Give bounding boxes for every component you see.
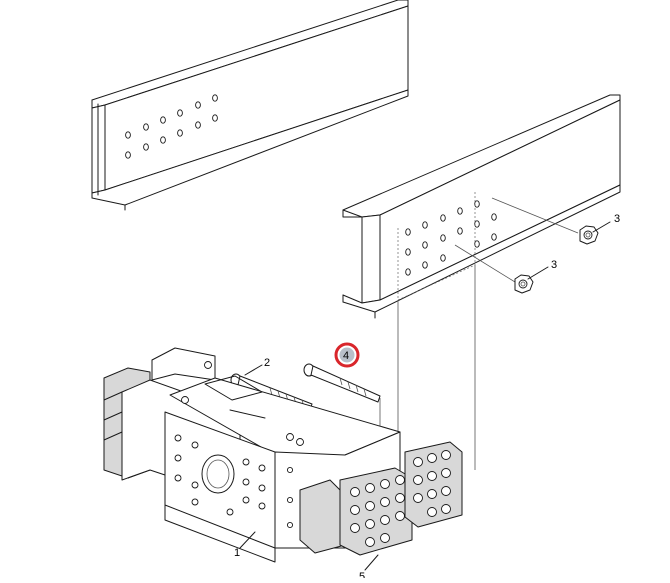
callout-label-1: 1 bbox=[234, 547, 240, 559]
callout-label-2: 2 bbox=[264, 357, 270, 369]
callout-label-3-lower: 3 bbox=[551, 259, 557, 271]
callout-4-highlight[interactable]: 4 bbox=[334, 342, 360, 368]
callout-label-3-upper: 3 bbox=[614, 213, 620, 225]
frame-channel-beam bbox=[342, 94, 621, 319]
frame-hole-pattern bbox=[405, 200, 497, 276]
callout-leaders bbox=[239, 221, 611, 571]
flange-nut-lower bbox=[514, 274, 534, 294]
upper-channel-beam bbox=[91, 0, 409, 211]
callout-label-4: 4 bbox=[343, 350, 349, 362]
flange-nut-upper bbox=[579, 225, 599, 245]
bushing-pack bbox=[339, 441, 463, 556]
bracket-assembly bbox=[103, 347, 401, 563]
bolt-4 bbox=[303, 363, 381, 403]
callout-label-5: 5 bbox=[359, 571, 365, 578]
beam-hole-pattern bbox=[125, 94, 218, 159]
